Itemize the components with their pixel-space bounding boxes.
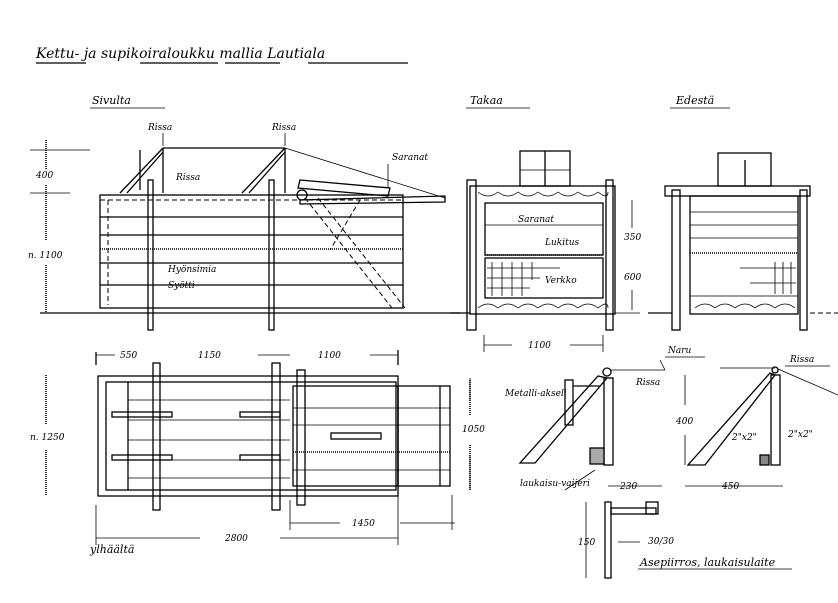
rissa-small-label: Rissa (175, 173, 200, 183)
d150-label: 150 (578, 538, 595, 548)
beam2-label: 2"x2" (787, 430, 813, 440)
top-view: 550 1150 1100 n. 1250 1050 2800 1450 ylh… (30, 350, 485, 556)
d450-label: 450 (721, 482, 739, 492)
rissa-left-label: Rissa (147, 123, 172, 133)
side-view: Sivulta Rissa Rissa Rissa Saranat (28, 94, 460, 331)
akseli-label: Metalli-akseli (504, 389, 567, 399)
heading-label: Asepiirros, laukaisulaite (639, 556, 776, 569)
height-total-label: n. 1100 (28, 251, 63, 261)
heading-label: Sivulta (92, 94, 131, 107)
saranat-label: Saranat (392, 153, 428, 163)
back-view: Takaa Saranat Lukitus Verkko 350 600 (450, 94, 641, 352)
beam1-label: 2"x2" (731, 433, 757, 443)
verkko-label: Verkko (545, 276, 577, 286)
rissa-label: Rissa (635, 378, 660, 388)
d400-label: 400 (675, 417, 693, 427)
heading-label: Takaa (470, 94, 503, 107)
d550-label: 550 (120, 351, 137, 361)
drawing-title: Kettu- ja supikoiraloukku mallia Lautial… (35, 46, 408, 64)
bait-area-label: Hyönsimia (167, 265, 216, 275)
d600-label: 600 (624, 273, 641, 283)
d230-label: 230 (619, 482, 637, 492)
front-view: Edestä (648, 94, 838, 331)
saranat-label: Saranat (518, 215, 554, 225)
d350-label: 350 (624, 233, 641, 243)
d30-label: 30/30 (648, 537, 674, 547)
width-label: 1100 (528, 341, 551, 351)
vaijeri-label: laukaisu-vaijeri (520, 479, 590, 489)
d1150-label: 1150 (198, 351, 221, 361)
trigger-detail: Naru Rissa Metalli-akseli laukaisu-vaije… (469, 346, 838, 579)
d1050-label: 1050 (462, 425, 485, 435)
rissa-right-label: Rissa (271, 123, 296, 133)
width-label: n. 1250 (30, 433, 65, 443)
d1450-label: 1450 (352, 519, 375, 529)
height-top-label: 400 (35, 171, 53, 181)
length-label: 2800 (224, 534, 248, 544)
heading-label: ylhäältä (89, 543, 134, 556)
lukitus-label: Lukitus (544, 238, 580, 248)
bait-label: Syötti (168, 281, 195, 291)
heading-label: Edestä (675, 94, 714, 107)
rissa2-label: Rissa (789, 355, 814, 365)
naru-label: Naru (667, 346, 692, 356)
title-label: Kettu- ja supikoiraloukku mallia Lautial… (35, 46, 325, 62)
d1100-label: 1100 (318, 351, 341, 361)
